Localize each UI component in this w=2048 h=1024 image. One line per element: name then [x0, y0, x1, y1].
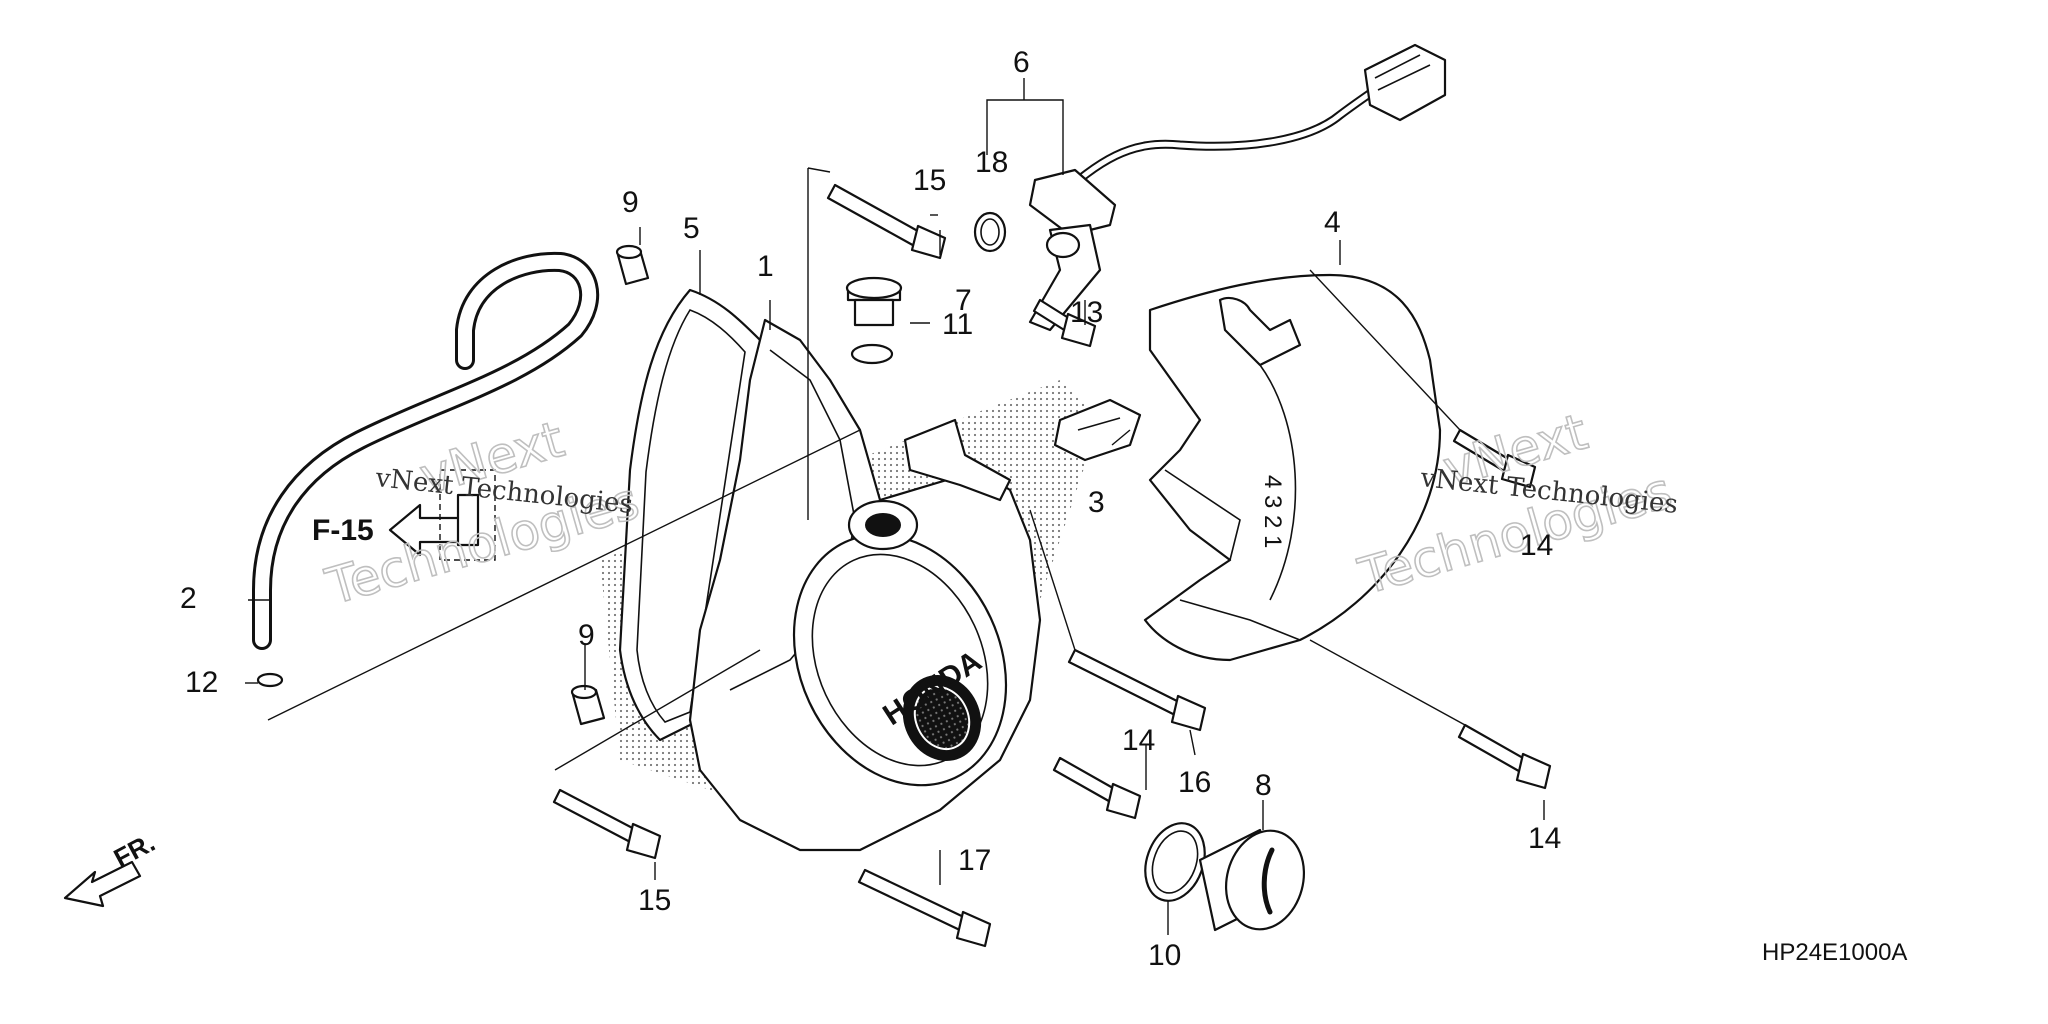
- reference-box: [439, 469, 496, 561]
- bolt-14-middle: [1052, 756, 1142, 820]
- part-8-cap-slot: [1261, 847, 1275, 915]
- part-3-grommet-slot: [1077, 417, 1121, 431]
- part-2-breather-tube-inner: [255, 254, 597, 647]
- bolt-16: [1067, 648, 1207, 732]
- part-7-filler-cap-top: [845, 276, 903, 300]
- callout-14-middle: 14: [1122, 724, 1155, 757]
- diagram-code: HP24E1000A: [1762, 939, 1907, 966]
- front-direction-marker: FR.: [63, 827, 160, 908]
- part-12-tube-clip: [256, 672, 284, 688]
- bolt-13: [1032, 298, 1097, 348]
- bolt-15-bottom: [552, 788, 662, 860]
- callout-6: 6: [1013, 46, 1030, 79]
- callout-9-bottom: 9: [578, 619, 595, 652]
- part-4-cover-inner-lip: [1164, 469, 1241, 561]
- part-6-grommet: [1028, 168, 1117, 237]
- part-10-o-ring-inner: [1151, 830, 1199, 894]
- part-11-o-ring: [850, 343, 894, 365]
- part-5-gasket: [618, 288, 762, 742]
- part-4-cover-rib: [1259, 364, 1297, 601]
- part-3-grommet: [1053, 398, 1142, 462]
- cover-filler-hole: [865, 513, 901, 537]
- leader-lines: [245, 78, 1545, 935]
- bolt-14-right-bottom: [1457, 723, 1552, 790]
- callout-15-bottom: 15: [638, 884, 671, 917]
- part-6-connector: [1363, 43, 1447, 122]
- callout-7: 7: [955, 284, 972, 317]
- callout-13: 13: [1070, 296, 1103, 329]
- part-4-outer-cover: [1143, 273, 1442, 662]
- part-9-dowel-top-end: [615, 244, 643, 260]
- part-5-gasket-inner: [636, 309, 746, 723]
- callout-14-right-top: 14: [1520, 529, 1553, 562]
- callout-17: 17: [958, 844, 991, 877]
- part-10-o-ring: [1144, 822, 1206, 902]
- part-18-o-ring-inner: [980, 218, 1000, 246]
- part-18-o-ring: [973, 211, 1007, 253]
- callout-12: 12: [185, 666, 218, 699]
- bolt-17: [857, 868, 992, 948]
- cover-wire-bracket: [903, 418, 1012, 502]
- callout-3: 3: [1088, 486, 1105, 519]
- callout-10: 10: [1148, 939, 1181, 972]
- callout-9-top: 9: [622, 186, 639, 219]
- svg-text:FR.: FR.: [109, 827, 160, 873]
- bolt-15-top: [826, 183, 947, 260]
- part-6-connector-detail: [1374, 54, 1431, 91]
- cover-center-hole-inner: [913, 685, 971, 751]
- callout-11: 11: [942, 308, 973, 341]
- part-6-harness-wire: [1050, 75, 1395, 205]
- part-7-filler-cap-thread: [853, 298, 895, 327]
- callout-15-top: 15: [913, 164, 946, 197]
- callout-5: 5: [683, 212, 700, 245]
- part-4-cover-lower-lip: [1179, 599, 1301, 641]
- callout-16: 16: [1178, 766, 1211, 799]
- part-6-harness-wire-inner: [1052, 77, 1393, 203]
- callout-1: 1: [757, 250, 774, 283]
- part-6-sensor-eye: [1045, 231, 1081, 259]
- reference-label: F-15: [312, 514, 374, 547]
- callout-18: 18: [975, 146, 1008, 179]
- callout-14-right-bottom: 14: [1528, 822, 1561, 855]
- bolt-14-right-top: [1452, 428, 1537, 489]
- callout-2: 2: [180, 582, 197, 615]
- callout-4-top: 4: [1324, 206, 1341, 239]
- part-4-cover-top-slot: [1218, 296, 1302, 367]
- part-9-dowel-bottom-end: [570, 684, 598, 700]
- part-4-cover-embossing: 4 3 2 1: [1259, 475, 1286, 548]
- breather-fitting: [456, 493, 480, 547]
- callout-8: 8: [1255, 769, 1272, 802]
